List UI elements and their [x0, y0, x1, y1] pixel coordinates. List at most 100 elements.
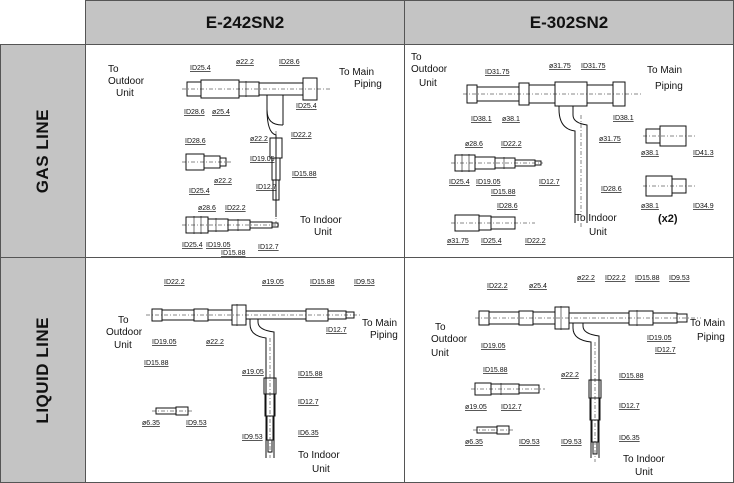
to-outdoor-label-2: Outdoor: [411, 64, 448, 75]
dim-label: ø28.6: [198, 205, 216, 212]
dim-label: ID22.2: [487, 283, 508, 290]
dim-label: ID9.53: [561, 439, 582, 446]
dim-label: ID28.6: [185, 138, 206, 145]
to-outdoor-label: To: [411, 52, 422, 63]
dim-label: ø22.2: [236, 59, 254, 66]
dim-label: ID22.2: [225, 205, 246, 212]
dim-label: ø38.1: [502, 116, 520, 123]
dim-label: ID9.53: [669, 275, 690, 282]
dim-label: ID28.6: [497, 203, 518, 210]
dim-label: ID9.53: [519, 439, 540, 446]
to-main-label-2: Piping: [354, 79, 382, 90]
dim-label: ID38.1: [613, 115, 634, 122]
gas-e302-reducer-1: ø28.6 ID22.2 ID25.4 ID19.05 ID15.88 ID12…: [449, 141, 560, 196]
to-outdoor-label: To: [435, 322, 446, 333]
dim-label: ID19.05: [476, 179, 501, 186]
dim-label: ø22.2: [561, 372, 579, 379]
to-outdoor-label-3: Unit: [431, 348, 449, 359]
to-indoor-label: To Indoor: [300, 215, 342, 226]
to-outdoor-label: To: [108, 64, 119, 75]
liquid-line-label: LIQUID LINE: [33, 316, 52, 424]
to-main-label-2: Piping: [655, 81, 683, 92]
dim-label: ID22.2: [501, 141, 522, 148]
dim-label: ø25.4: [212, 109, 230, 116]
to-main-label: To Main: [362, 318, 397, 329]
dim-label: ø22.2: [214, 178, 232, 185]
dim-label: ID25.4: [296, 103, 317, 110]
to-outdoor-label-3: Unit: [419, 78, 437, 89]
to-outdoor-label-2: Outdoor: [431, 334, 468, 345]
dim-label: ø19.05: [242, 369, 264, 376]
to-indoor-label-2: Unit: [312, 464, 330, 475]
gas-line-e242-diagram: To Outdoor Unit To Main Piping To Indoor…: [86, 45, 405, 258]
to-outdoor-label-3: Unit: [114, 340, 132, 351]
dim-label: ID12.7: [619, 403, 640, 410]
dim-label: ø25.4: [529, 283, 547, 290]
gas-e302-side-fittings: ø38.1 ID41.3 ø38.1 ID34.9 (x2): [641, 125, 714, 225]
liquid-e242-drawing: To Outdoor Unit To Main Piping To Indoor…: [106, 279, 398, 475]
model-b-title: E-302SN2: [529, 12, 609, 32]
to-outdoor-label: To: [118, 315, 129, 326]
to-main-label-2: Piping: [697, 332, 725, 343]
gas-e242-main-branch: ID25.4 ø22.2 ID28.6 ID28.6 ø25.4 ID25.4 …: [182, 59, 332, 223]
gas-line-label: GAS LINE: [33, 108, 52, 194]
dim-label: ID31.75: [485, 69, 510, 76]
header-e-242sn2: E-242SN2: [86, 0, 405, 45]
dim-label: ID12.7: [258, 244, 279, 251]
dim-label: ID12.7: [501, 404, 522, 411]
dim-label: ID22.2: [525, 238, 546, 245]
gas-e242-reducer-2: ø28.6 ID22.2 ID25.4 ID19.05 ID15.88 ID12…: [182, 205, 281, 257]
dim-label: ID22.2: [164, 279, 185, 286]
dim-label: ID12.7: [298, 399, 319, 406]
gas-e242-drawing: To Outdoor Unit To Main Piping To Indoor…: [108, 59, 382, 257]
to-indoor-label-2: Unit: [314, 227, 332, 238]
dim-label: ID15.88: [310, 279, 335, 286]
dim-label: ø31.75: [447, 238, 469, 245]
gas-e302-drawing: To Outdoor Unit To Main Piping To Indoor…: [411, 52, 714, 245]
dim-label: ID19.05: [152, 339, 177, 346]
dim-label: ID15.88: [298, 371, 323, 378]
dim-label: ID31.75: [581, 63, 606, 70]
dim-label: ID25.4: [189, 188, 210, 195]
dim-label: ID25.4: [449, 179, 470, 186]
dim-label: ø31.75: [549, 63, 571, 70]
liquid-e302-small-fitting: ø6.35 ID9.53: [465, 425, 540, 446]
dim-label: ID12.7: [326, 327, 347, 334]
gas-e302-main-branch: ID31.75 ø31.75 ID31.75 ID38.1 ø38.1 ID38…: [463, 63, 641, 229]
liquid-line-e302-diagram: To Outdoor Unit To Main Piping To Indoor…: [405, 258, 734, 483]
dim-label: ø6.35: [465, 439, 483, 446]
dim-label: ID12.7: [539, 179, 560, 186]
to-outdoor-label-3: Unit: [116, 88, 134, 99]
dim-label: ID19.05: [481, 343, 506, 350]
dim-label: ID19.05: [647, 335, 672, 342]
liquid-e302-main-branch: ID22.2 ø25.4 ø22.2 ID22.2 ID15.88 ID9.53…: [475, 275, 701, 462]
dim-label: ID15.88: [292, 171, 317, 178]
to-indoor-label: To Indoor: [298, 450, 340, 461]
dim-label: ID28.6: [601, 186, 622, 193]
dim-label: ID41.3: [693, 150, 714, 157]
quantity-label: (x2): [658, 213, 678, 225]
dim-label: ID15.88: [483, 367, 508, 374]
dim-label: ID25.4: [182, 242, 203, 249]
dim-label: ID15.88: [635, 275, 660, 282]
dim-label: ID15.88: [221, 250, 246, 257]
to-indoor-label: To Indoor: [575, 213, 617, 224]
dim-label: ID22.2: [291, 132, 312, 139]
model-a-title: E-242SN2: [205, 12, 285, 32]
dim-label: ID15.88: [491, 189, 516, 196]
dim-label: ø31.75: [599, 136, 621, 143]
dim-label: ID19.05: [250, 156, 275, 163]
dim-label: ø38.1: [641, 150, 659, 157]
liquid-line-e242-diagram: To Outdoor Unit To Main Piping To Indoor…: [86, 258, 405, 483]
dim-label: ID6.35: [619, 435, 640, 442]
gas-e242-reducer-1: ID28.6 ø22.2 ID25.4: [182, 138, 232, 195]
dim-label: ID15.88: [619, 373, 644, 380]
dim-label: ø22.2: [206, 339, 224, 346]
dim-label: ID9.53: [354, 279, 375, 286]
dim-label: ID12.7: [655, 347, 676, 354]
dim-label: ID22.2: [605, 275, 626, 282]
dim-label: ID38.1: [471, 116, 492, 123]
to-outdoor-label-2: Outdoor: [108, 76, 145, 87]
to-indoor-label-2: Unit: [589, 227, 607, 238]
